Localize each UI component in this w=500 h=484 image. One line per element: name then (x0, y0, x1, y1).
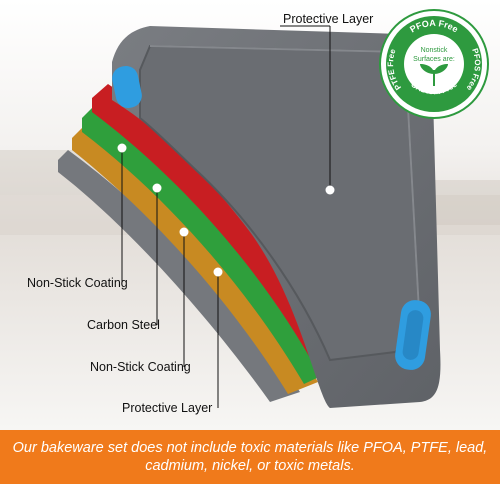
tray-inner-surface (139, 44, 422, 362)
handle-bottom-right-inset (402, 310, 424, 360)
label-protective-layer-top: Protective Layer (283, 12, 374, 26)
label-non-stick-coating-1: Non-Stick Coating (27, 276, 128, 290)
carbon-steel-layer-green (82, 104, 334, 384)
banner-line-1: Our bakeware set does not include toxic … (12, 440, 488, 456)
badge-inner-line2: Surfaces are: (413, 56, 455, 63)
info-banner: Our bakeware set does not include toxic … (0, 430, 500, 484)
non-stick-layer-gold (72, 126, 318, 394)
label-protective-layer-bottom: Protective Layer (122, 401, 213, 415)
dot-top-layer (325, 185, 335, 195)
dot-carbon-steel (152, 183, 162, 193)
handle-top-left (112, 65, 142, 109)
chemical-free-badge: PFOA Free PTFE Free PFOS Free CADIUM Fre… (379, 9, 489, 119)
dot-non-stick-1 (117, 143, 127, 153)
protective-layer-bottom-edge (58, 150, 300, 402)
badge-inner-line1: Nonstick (421, 47, 448, 54)
non-stick-layer-red (92, 84, 348, 372)
label-carbon-steel: Carbon Steel (87, 318, 160, 332)
dot-bottom-layer (213, 267, 223, 277)
leaf-sprout-icon (420, 64, 448, 86)
label-non-stick-coating-2: Non-Stick Coating (90, 360, 191, 374)
badge-inner-disc (404, 34, 464, 94)
dot-non-stick-2 (179, 227, 189, 237)
banner-line-2: cadmium, nickel, or toxic metals. (145, 458, 355, 474)
